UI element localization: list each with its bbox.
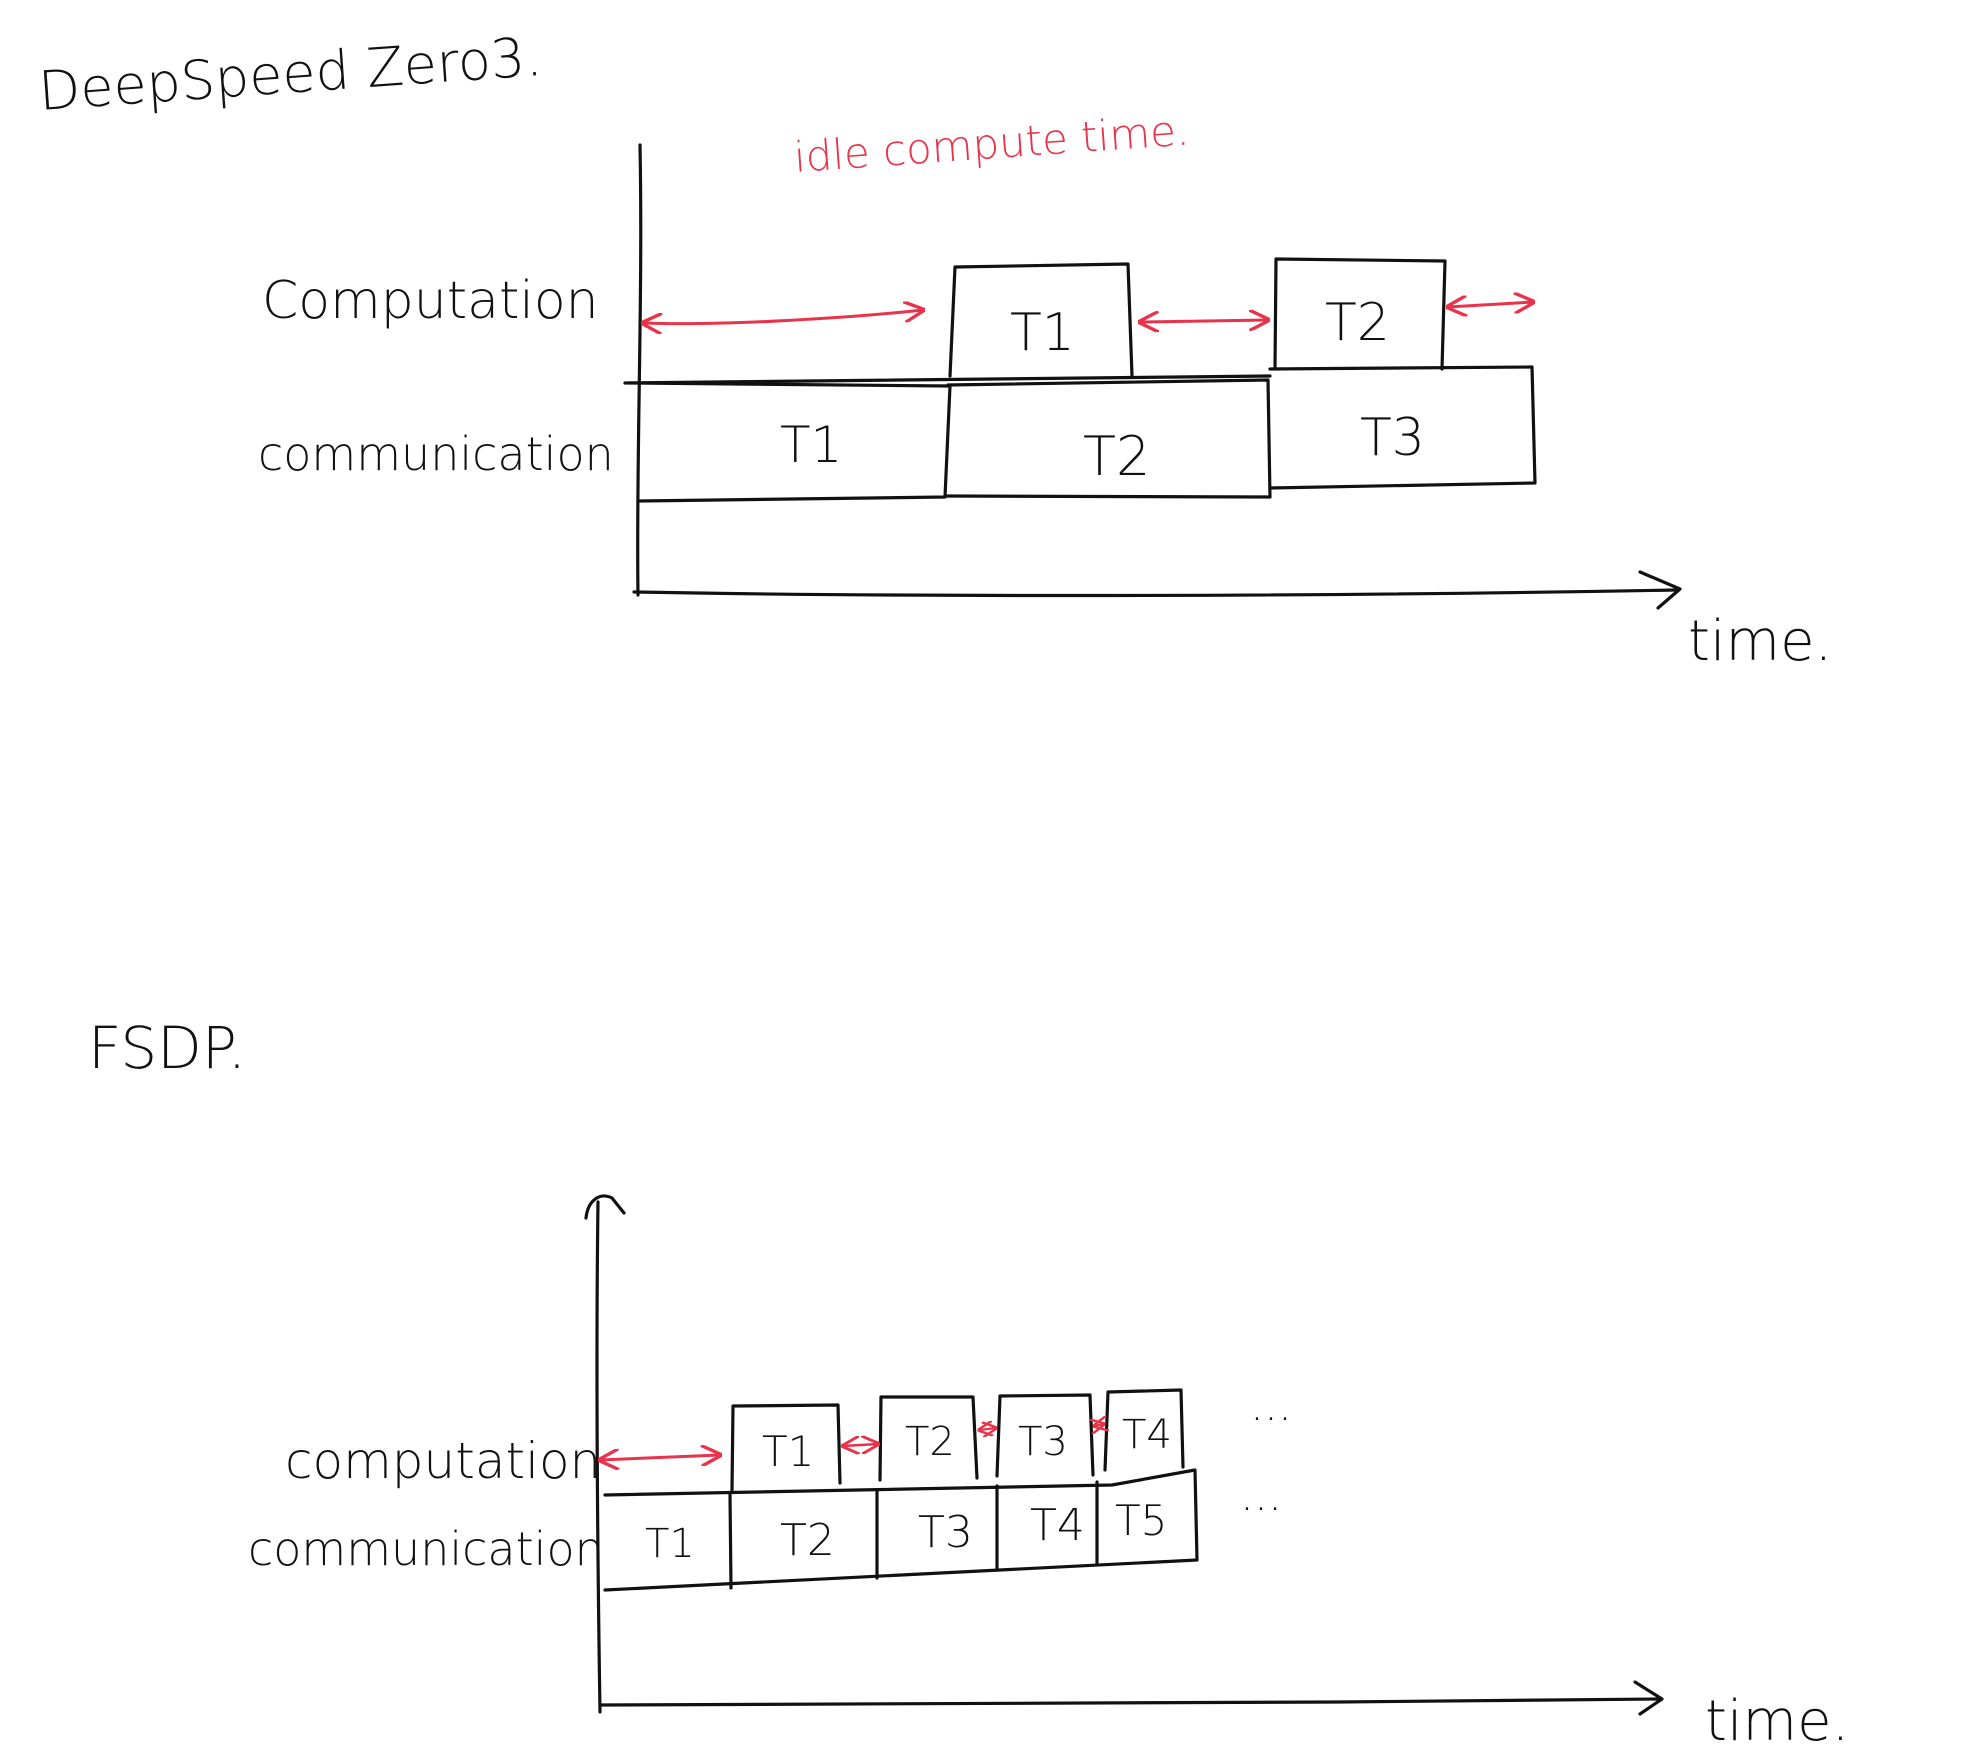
bottom-idle-arrows bbox=[600, 1424, 1104, 1460]
deepspeed-title: DeepSpeed Zero3. bbox=[37, 25, 545, 123]
bottom-idle-arrow-4 bbox=[1094, 1424, 1104, 1426]
bottom-y-axis bbox=[595, 1200, 602, 1714]
bottom-comm-label-5: T5 bbox=[1115, 1496, 1167, 1545]
top-comm-label-2: T2 bbox=[1083, 425, 1150, 488]
idle-compute-annotation: idle compute time. bbox=[792, 105, 1191, 182]
top-idle-arrow-2 bbox=[1140, 320, 1268, 322]
top-idle-arrow-1 bbox=[643, 310, 923, 324]
bottom-idle-arrow-2 bbox=[843, 1444, 878, 1446]
bottom-y-axis-arrow-icon bbox=[584, 1194, 626, 1220]
fsdp-title: FSDP. bbox=[88, 1014, 246, 1082]
top-y-axis bbox=[636, 143, 643, 597]
top-comm-block-1 bbox=[628, 381, 952, 503]
bottom-axis-label-time: time. bbox=[1705, 1689, 1849, 1754]
bottom-idle-arrow-3 bbox=[979, 1428, 996, 1430]
top-comp-block-1 bbox=[948, 262, 1134, 378]
top-axis-label-time: time. bbox=[1688, 609, 1832, 674]
top-comm-row-top-edge bbox=[623, 374, 1272, 385]
bottom-row-label-communication: communication bbox=[248, 1522, 604, 1576]
deepspeed-section: DeepSpeed Zero3. idle compute time. Comp… bbox=[37, 25, 1833, 674]
bottom-computation-row: T1 T2 T3 T4 bbox=[730, 1388, 1185, 1492]
top-x-axis bbox=[632, 588, 1677, 598]
bottom-comm-label-4: T4 bbox=[1030, 1500, 1085, 1551]
top-computation-row: T1 T2 bbox=[948, 257, 1447, 378]
bottom-comm-label-3: T3 bbox=[918, 1507, 973, 1558]
bottom-comm-row-outline bbox=[603, 1468, 1199, 1592]
top-comp-label-1: T1 bbox=[1010, 303, 1075, 363]
bottom-comp-ellipsis: ... bbox=[1250, 1380, 1292, 1431]
bottom-comp-block-1 bbox=[730, 1403, 842, 1492]
bottom-row-label-computation: computation bbox=[285, 1432, 601, 1490]
top-communication-row: T1 T2 T3 bbox=[623, 365, 1537, 503]
top-comm-block-2 bbox=[944, 378, 1272, 499]
top-comp-label-2: T2 bbox=[1325, 293, 1390, 353]
top-comm-block-3 bbox=[1268, 365, 1537, 490]
bottom-comp-label-1: T1 bbox=[762, 1427, 814, 1476]
bottom-comm-divider-1 bbox=[728, 1492, 733, 1590]
top-row-label-communication: communication bbox=[258, 427, 614, 481]
bottom-comm-ellipsis: ... bbox=[1240, 1470, 1282, 1521]
top-idle-arrows bbox=[643, 302, 1533, 324]
top-comp-block-2 bbox=[1273, 257, 1447, 371]
bottom-comp-label-3: T3 bbox=[1018, 1419, 1068, 1465]
top-x-axis-arrow-icon bbox=[1638, 570, 1682, 610]
bottom-comm-label-1: T1 bbox=[645, 1521, 695, 1567]
bottom-comp-block-2 bbox=[878, 1395, 979, 1482]
bottom-x-axis bbox=[600, 1697, 1660, 1707]
top-comm-label-1: T1 bbox=[780, 416, 842, 474]
top-idle-arrow-3 bbox=[1448, 302, 1533, 307]
bottom-comp-block-3 bbox=[995, 1393, 1095, 1478]
bottom-idle-arrow-1 bbox=[600, 1455, 720, 1460]
fsdp-section: FSDP. computation communication time. T1… bbox=[88, 1014, 1849, 1754]
top-comm-label-3: T3 bbox=[1360, 408, 1425, 468]
top-row-label-computation: Computation bbox=[262, 271, 599, 331]
bottom-comp-label-4: T4 bbox=[1122, 1412, 1172, 1458]
bottom-comm-label-2: T2 bbox=[780, 1515, 835, 1566]
bottom-communication-row: T1 T2 T3 T4 T5 bbox=[603, 1468, 1199, 1592]
bottom-x-axis-arrow-icon bbox=[1633, 1680, 1664, 1716]
bottom-comp-label-2: T2 bbox=[905, 1419, 955, 1465]
